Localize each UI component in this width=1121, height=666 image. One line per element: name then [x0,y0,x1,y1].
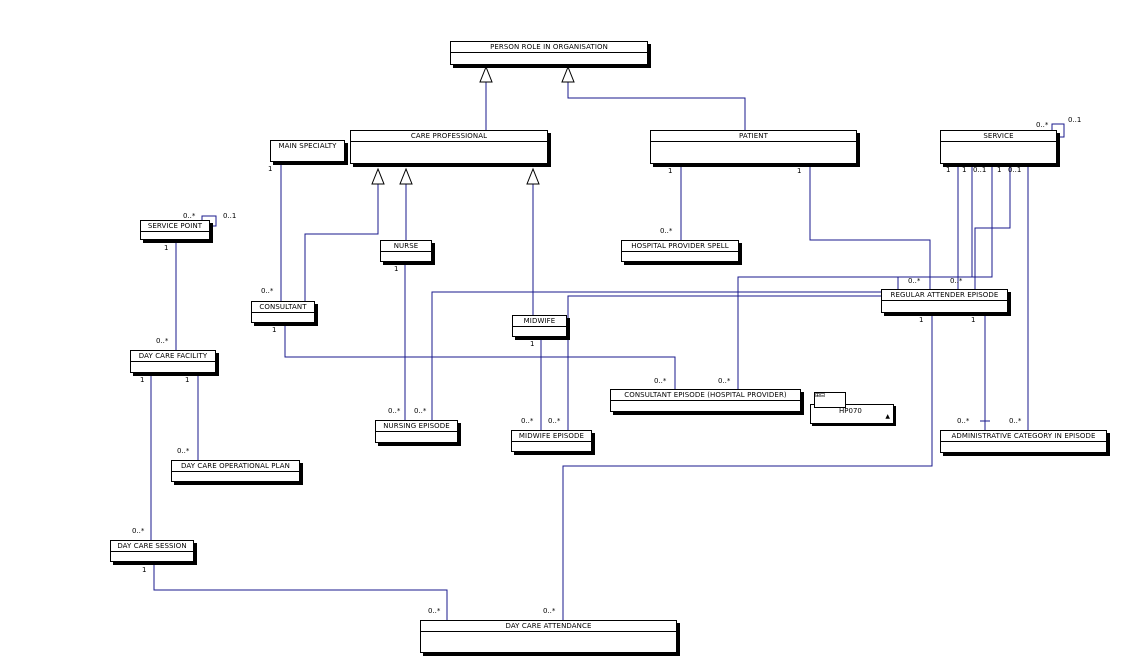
entity-title: CARE PROFESSIONAL [351,131,547,142]
hospital-provider-spell-entity[interactable]: HOSPITAL PROVIDER SPELL [621,240,739,262]
multiplicity-label: 1 [185,376,190,384]
multiplicity-label: 0..* [414,407,427,415]
administrative-category-entity[interactable]: ADMINISTRATIVE CATEGORY IN EPISODE [940,430,1107,453]
multiplicity-label: 1 [997,166,1002,174]
multiplicity-label: 1 [268,165,273,173]
day-care-operational-plan-entity[interactable]: DAY CARE OPERATIONAL PLAN [171,460,300,482]
multiplicity-label: 0..1 [1068,116,1082,124]
multiplicity-label: 1 [919,316,924,324]
multiplicity-label: 0..1 [973,166,987,174]
nursing-episode-entity[interactable]: NURSING EPISODE [375,420,458,443]
multiplicity-label: 0..* [132,527,145,535]
multiplicity-label: 1 [140,376,145,384]
multiplicity-label: 0..* [1036,121,1049,129]
multiplicity-label: 0..* [543,607,556,615]
main-specialty-entity[interactable]: MAIN SPECIALTY [270,140,345,162]
multiplicity-label: 1 [142,566,147,574]
entity-title: DAY CARE SESSION [111,541,193,552]
multiplicity-label: 0..* [177,447,190,455]
multiplicity-label: 1 [971,316,976,324]
midwife-episode-entity[interactable]: MIDWIFE EPISODE [511,430,592,452]
entity-title: CONSULTANT [252,302,314,313]
multiplicity-label: 0..* [718,377,731,385]
entity-title: CONSULTANT EPISODE (HOSPITAL PROVIDER) [611,390,800,401]
multiplicity-label: 1 [962,166,967,174]
midwife-entity[interactable]: MIDWIFE [512,315,567,337]
multiplicity-label: 0..* [908,277,921,285]
day-care-attendance-entity[interactable]: DAY CARE ATTENDANCE [420,620,677,653]
entity-title: PATIENT [651,131,856,142]
entity-title: REGULAR ATTENDER EPISODE [882,290,1007,301]
entity-title: SERVICE [941,131,1056,142]
consultant-episode-entity[interactable]: CONSULTANT EPISODE (HOSPITAL PROVIDER) [610,389,801,412]
entity-title: MIDWIFE EPISODE [512,431,591,442]
regular-attender-episode-entity[interactable]: REGULAR ATTENDER EPISODE [881,289,1008,313]
multiplicity-label: 1 [272,326,277,334]
multiplicity-label: 1 [946,166,951,174]
generalization-arrowheads [371,65,575,185]
legend-label: HP070 [839,407,862,415]
entity-title: DAY CARE FACILITY [131,351,215,362]
expand-caret-icon[interactable]: ▲ [885,413,890,420]
multiplicity-label: 0..* [950,277,963,285]
patient-entity[interactable]: PATIENT [650,130,857,164]
multiplicity-label: 0..* [521,417,534,425]
multiplicity-label: 0..* [654,377,667,385]
multiplicity-label: 0..* [183,212,196,220]
multiplicity-label: 0..* [388,407,401,415]
multiplicity-label: 0..* [548,417,561,425]
diagram-frame-widget[interactable]: ⊞⊟ HP070 ▲ [810,392,894,424]
multiplicity-label: 0..* [261,287,274,295]
day-care-facility-entity[interactable]: DAY CARE FACILITY [130,350,216,373]
multiplicity-label: 1 [797,167,802,175]
multiplicity-label: 1 [530,340,535,348]
multiplicity-label: 0..* [660,227,673,235]
diagram-icon: ⊞⊟ [814,392,846,408]
multiplicity-label: 0..1 [1008,166,1022,174]
multiplicity-label: 1 [164,244,169,252]
nurse-entity[interactable]: NURSE [380,240,432,262]
entity-title: SERVICE POINT [141,221,209,232]
multiplicity-label: 0..1 [223,212,237,220]
entity-title: NURSING EPISODE [376,421,457,432]
entity-title: PERSON ROLE IN ORGANISATION [451,42,647,53]
service-entity[interactable]: SERVICE [940,130,1057,164]
connector-lines [150,82,1065,620]
multiplicity-label: 1 [668,167,673,175]
care-professional-entity[interactable]: CARE PROFESSIONAL [350,130,548,164]
day-care-session-entity[interactable]: DAY CARE SESSION [110,540,194,562]
consultant-entity[interactable]: CONSULTANT [251,301,315,323]
entity-title: DAY CARE OPERATIONAL PLAN [172,461,299,472]
multiplicity-label: 0..* [156,337,169,345]
multiplicity-label: 0..* [428,607,441,615]
person-role-in-organisation-entity[interactable]: PERSON ROLE IN ORGANISATION [450,41,648,65]
entity-title: MAIN SPECIALTY [278,142,337,150]
service-point-entity[interactable]: SERVICE POINT [140,220,210,240]
entity-title: DAY CARE ATTENDANCE [421,621,676,632]
entity-title: ADMINISTRATIVE CATEGORY IN EPISODE [941,431,1106,442]
multiplicity-label: 1 [394,265,399,273]
entity-title: NURSE [381,241,431,252]
multiplicity-label: 0..* [1009,417,1022,425]
entity-title: MIDWIFE [513,316,566,327]
entity-title: HOSPITAL PROVIDER SPELL [622,241,738,252]
multiplicity-label: 0..* [957,417,970,425]
